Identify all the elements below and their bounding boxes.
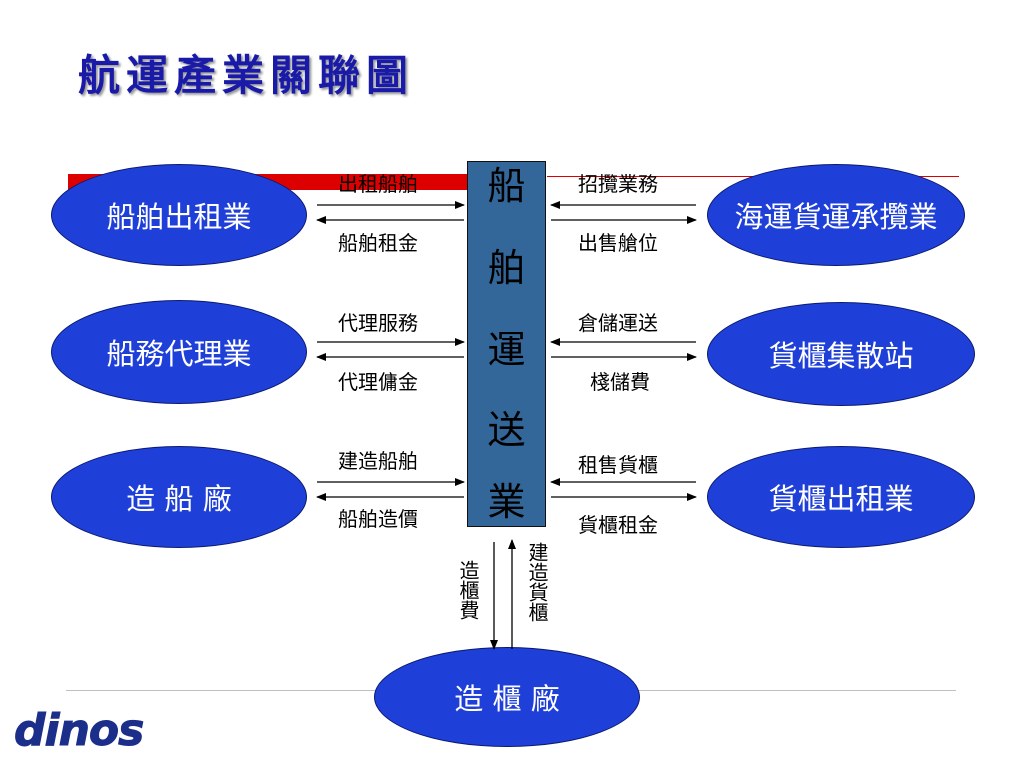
flow-label: 招攬業務 bbox=[578, 172, 658, 196]
flow-label: 租售貨櫃 bbox=[578, 453, 658, 477]
node-container-factory: 造 櫃 廠 bbox=[374, 647, 640, 747]
flow-label: 船舶租金 bbox=[338, 231, 418, 255]
dinos-logo: dinos bbox=[13, 705, 144, 757]
flow-label: 倉儲運送 bbox=[578, 311, 658, 335]
node-container-leasing: 貨櫃出租業 bbox=[707, 446, 975, 548]
flow-label: 建造船舶 bbox=[338, 449, 418, 473]
node-freight-forwarding: 海運貨運承攬業 bbox=[707, 164, 965, 266]
page-title: 航運產業關聯圖 bbox=[78, 51, 415, 100]
flow-label: 船舶造價 bbox=[338, 507, 418, 531]
flow-label: 代理服務 bbox=[338, 311, 418, 335]
center-char: 舶 bbox=[487, 246, 526, 290]
center-char: 運 bbox=[487, 328, 526, 372]
flow-label-vertical: 造櫃費 bbox=[456, 560, 480, 620]
flow-label: 貨櫃租金 bbox=[578, 513, 658, 537]
center-char: 送 bbox=[487, 408, 526, 452]
node-ship-leasing: 船舶出租業 bbox=[51, 164, 307, 266]
flow-label-vertical: 建造貨櫃 bbox=[525, 542, 549, 622]
flow-label: 出租船舶 bbox=[338, 172, 418, 196]
flow-label: 代理傭金 bbox=[338, 370, 418, 394]
flow-label: 出售艙位 bbox=[578, 231, 658, 255]
shipping-industry-box bbox=[467, 161, 546, 527]
node-shipyard: 造 船 廠 bbox=[51, 446, 307, 548]
center-char: 船 bbox=[487, 164, 526, 208]
flow-label: 棧儲費 bbox=[590, 370, 650, 394]
center-char: 業 bbox=[487, 480, 526, 524]
node-ship-agency: 船務代理業 bbox=[51, 300, 307, 404]
node-container-station: 貨櫃集散站 bbox=[707, 302, 975, 406]
